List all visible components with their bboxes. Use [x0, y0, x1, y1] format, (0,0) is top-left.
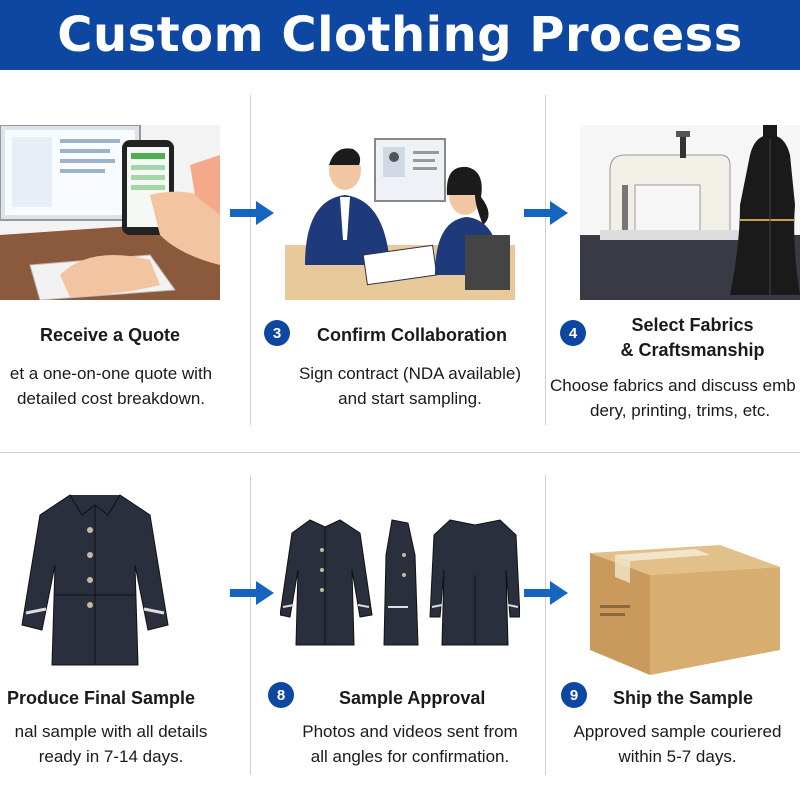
step-description: Approved sample couriered — [573, 722, 782, 741]
coat-views-icon — [280, 519, 520, 646]
divider — [545, 475, 546, 775]
step-description: dery, printing, trims, etc. — [590, 401, 771, 420]
step-number-badge: 9 — [561, 682, 587, 708]
step-title: Produce Final Sample — [7, 688, 196, 708]
step-title: Select Fabrics — [631, 315, 754, 335]
coat-sample-icon — [21, 494, 169, 666]
laptop-phone-quote-icon — [0, 125, 220, 300]
step-number-badge: 3 — [264, 320, 290, 346]
arrow-right-icon — [230, 581, 274, 605]
step-description: all angles for confirmation. — [310, 747, 510, 766]
arrow-right-icon — [524, 201, 568, 225]
step-description: Photos and videos sent from — [302, 722, 518, 741]
contract-meeting-icon — [285, 138, 515, 300]
divider — [0, 452, 800, 453]
header-banner: Custom Clothing Process — [0, 0, 800, 70]
step-description: within 5-7 days. — [618, 747, 737, 766]
divider — [250, 95, 251, 425]
step-title: Confirm Collaboration — [317, 325, 507, 345]
step-description: and start sampling. — [338, 389, 482, 408]
step-number-badge: 4 — [560, 320, 586, 346]
step-description: Sign contract (NDA available) — [298, 364, 522, 383]
step-description: et a one-on-one quote with — [9, 364, 213, 383]
step-description: ready in 7-14 days. — [38, 747, 184, 766]
sewing-machine-icon — [580, 125, 800, 300]
page-title: Custom Clothing Process — [57, 7, 743, 63]
arrow-right-icon — [230, 201, 274, 225]
step-description: nal sample with all details — [14, 722, 208, 741]
arrow-right-icon — [524, 581, 568, 605]
step-title: Receive a Quote — [40, 325, 181, 345]
shipping-box-icon — [590, 545, 780, 675]
step-description: Choose fabrics and discuss emb — [550, 376, 796, 395]
divider — [545, 95, 546, 425]
step-number-badge: 8 — [268, 682, 294, 708]
step-title: & Craftsmanship — [620, 340, 765, 360]
divider — [250, 475, 251, 775]
step-description: detailed cost breakdown. — [16, 389, 206, 408]
step-title: Ship the Sample — [613, 688, 754, 708]
step-title: Sample Approval — [339, 688, 486, 708]
